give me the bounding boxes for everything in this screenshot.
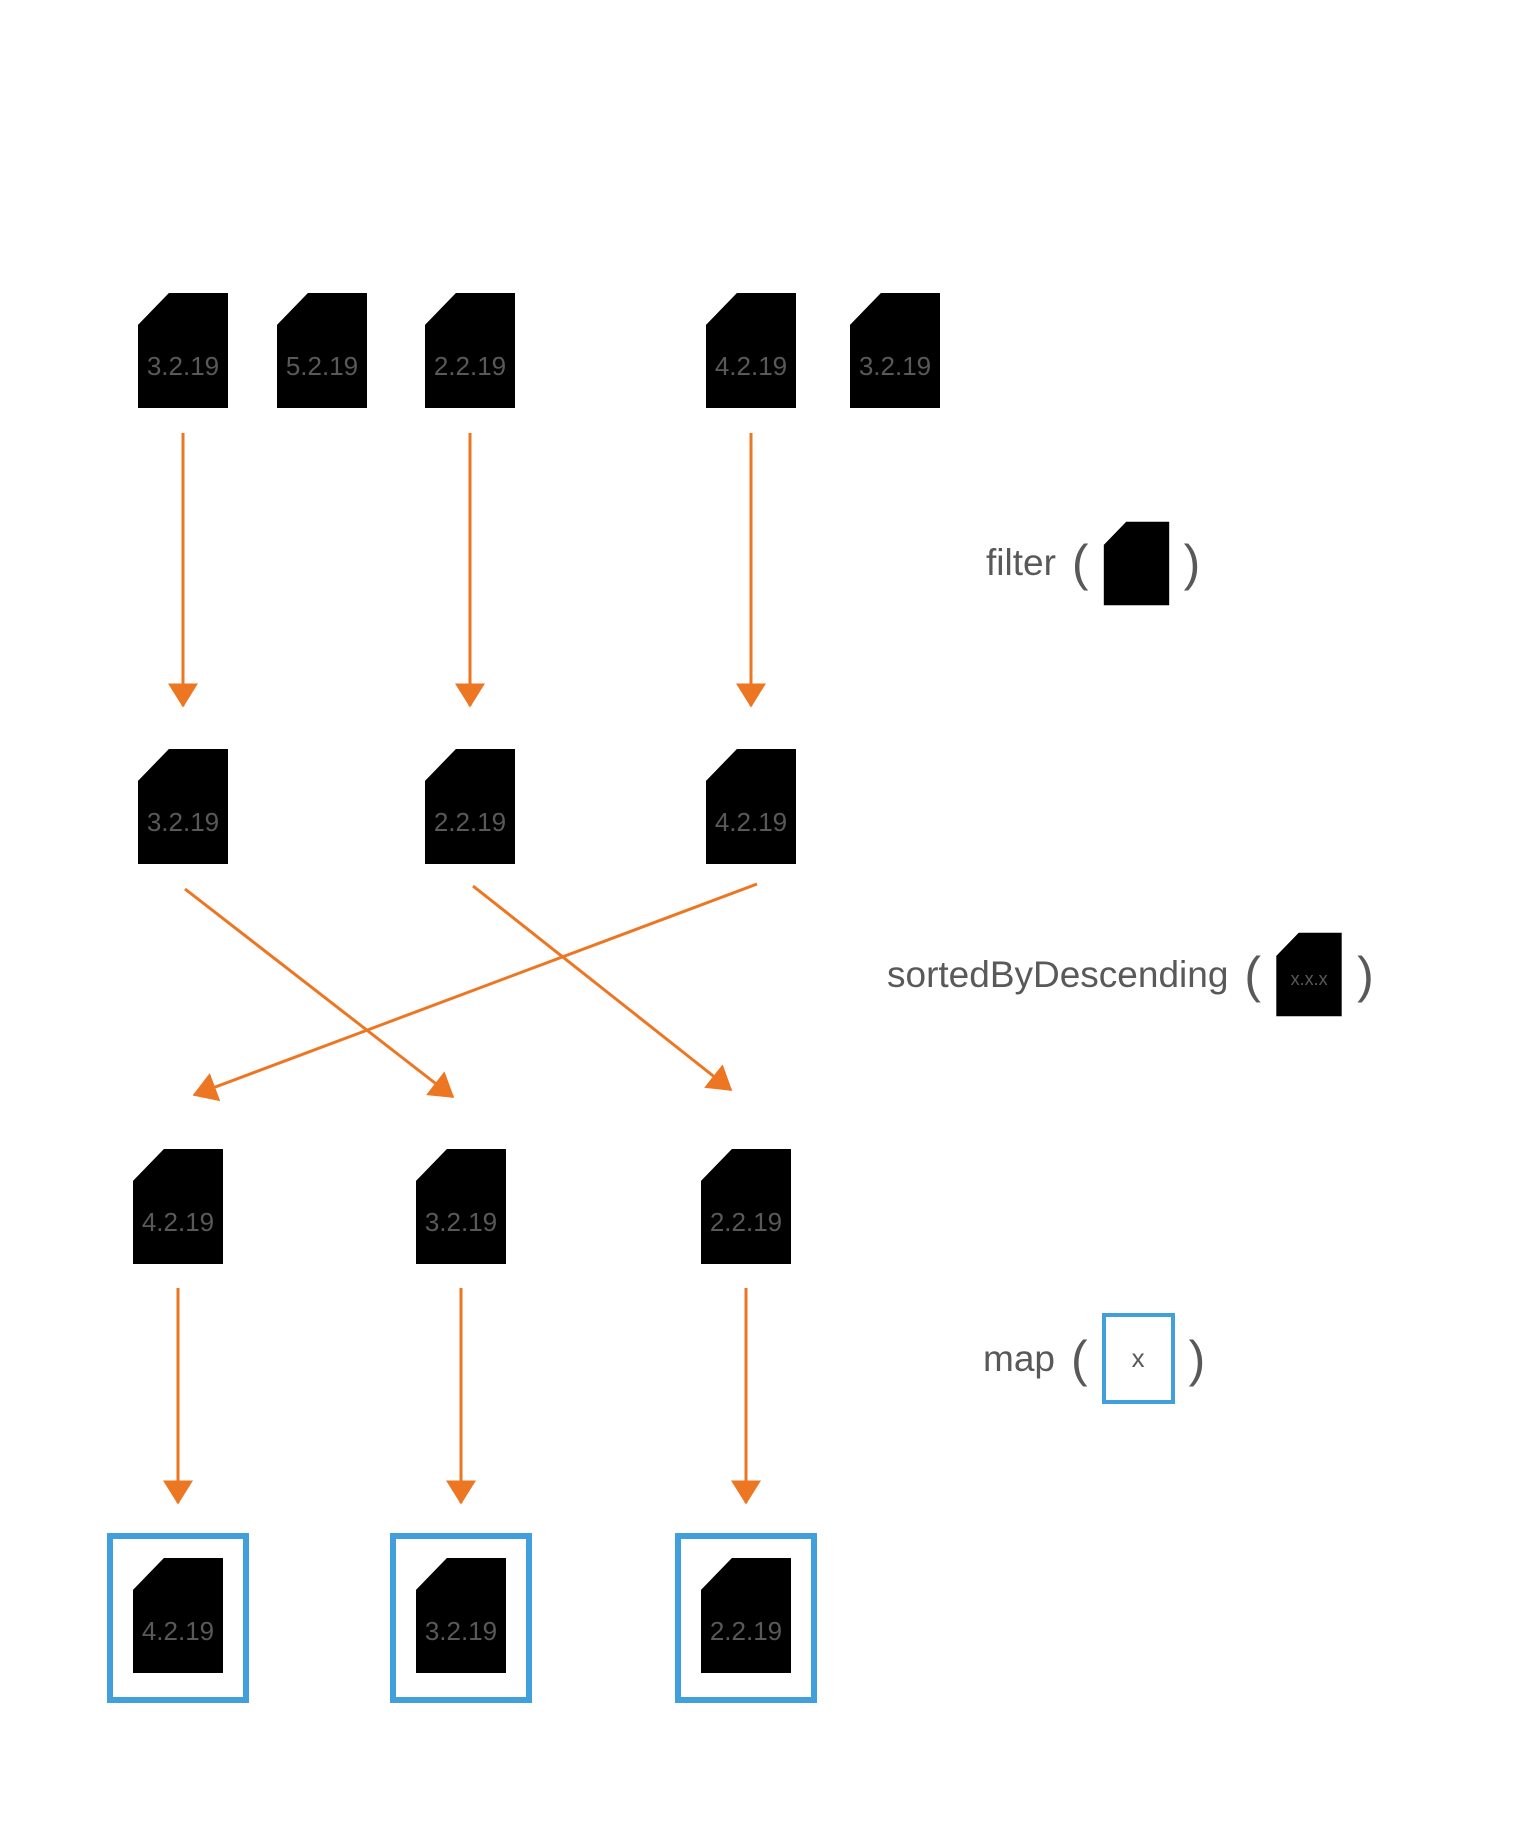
doc-label: 4.2.19 [141,1616,215,1646]
sorted-doc-1: 4.2.19 [132,1148,224,1265]
map-argument: x [1131,1343,1145,1373]
sort-arrow-1 [184,887,455,1099]
document-icon [1103,521,1169,605]
doc-label: 3.2.19 [424,1207,498,1237]
doc-label: 2.2.19 [433,807,507,837]
close-paren: ) [1357,946,1374,1003]
doc-label: 4.2.19 [714,807,788,837]
input-doc-1: 3.2.19 [137,292,229,409]
map-function-box: x [1101,1313,1175,1404]
doc-label: 3.2.19 [858,351,932,381]
sort-key-argument: x.x.x [1290,969,1328,989]
doc-label: 2.2.19 [433,351,507,381]
open-paren: ( [1071,535,1089,591]
result-box-2: 3.2.19 [390,1533,532,1703]
sort-label: sortedByDescending [887,953,1229,995]
input-doc-4: 4.2.19 [705,292,797,409]
doc-label: 3.2.19 [424,1616,498,1646]
doc-label: 2.2.19 [709,1616,783,1646]
doc-label: 2.2.19 [709,1207,783,1237]
result-box-1: 4.2.19 [107,1533,249,1703]
result-doc-2: 3.2.19 [415,1557,507,1674]
close-paren: ) [1183,535,1201,591]
doc-label: 5.2.19 [285,351,359,381]
sorted-doc-3: 2.2.19 [700,1148,792,1265]
sort-operation-label: sortedByDescending ( x.x.x ) [887,932,1374,1017]
filter-doc-icon [1103,521,1170,606]
sorted-doc-2: 3.2.19 [415,1148,507,1265]
close-paren: ) [1188,1330,1206,1387]
input-doc-3: 2.2.19 [424,292,516,409]
open-paren: ( [1070,1330,1088,1387]
map-operation-label: map ( x ) [983,1313,1205,1404]
filtered-doc-1: 3.2.19 [137,748,229,865]
result-doc-3: 2.2.19 [700,1557,792,1674]
open-paren: ( [1244,946,1262,1003]
doc-label: 3.2.19 [146,807,220,837]
doc-label: 4.2.19 [714,351,788,381]
filter-label: filter [986,542,1056,583]
filtered-doc-3: 4.2.19 [705,748,797,865]
sort-key-doc-icon: x.x.x [1275,932,1343,1017]
sort-arrow-3 [192,882,758,1102]
filter-operation-label: filter ( ) [986,520,1200,606]
filtered-doc-2: 2.2.19 [424,748,516,865]
doc-label: 4.2.19 [141,1207,215,1237]
input-doc-5-filtered-out: 3.2.19 [849,292,941,409]
map-label: map [983,1337,1055,1379]
result-doc-1: 4.2.19 [132,1557,224,1674]
sort-arrow-2 [472,884,733,1092]
doc-label: 3.2.19 [146,351,220,381]
input-doc-2-filtered-out: 5.2.19 [276,292,368,409]
result-box-3: 2.2.19 [675,1533,817,1703]
